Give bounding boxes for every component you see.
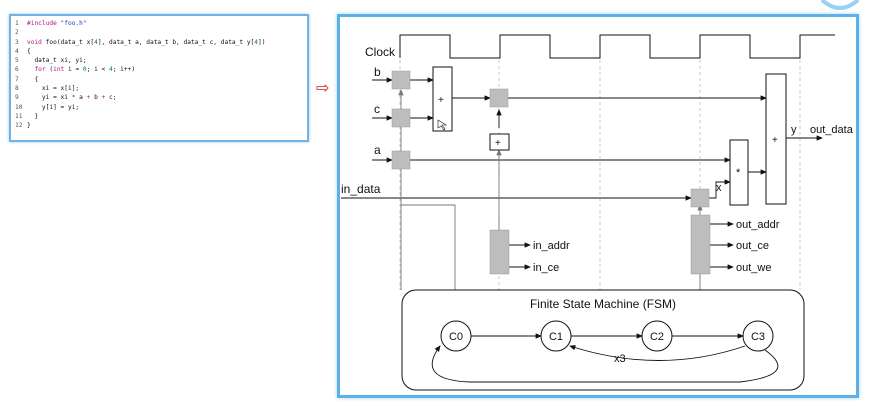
- code-token: b: [90, 94, 102, 102]
- line-number: 1: [15, 20, 19, 27]
- index-incrementer: [489, 133, 510, 151]
- fsm-box: [401, 289, 805, 391]
- code-line: 9 yi = xi * a + b + c;: [15, 93, 303, 102]
- line-number: 6: [15, 66, 19, 74]
- code-line: 12}: [15, 121, 303, 130]
- input-b-label: b: [374, 65, 381, 79]
- line-number: 8: [15, 85, 19, 93]
- multiplier: [729, 139, 749, 206]
- code-line: 7 {: [15, 75, 303, 84]
- corner-decoration: [820, 0, 860, 10]
- code-line: 4{: [15, 47, 303, 56]
- code-token: foo(data_t x[: [45, 38, 95, 46]
- code-token: {: [27, 47, 31, 55]
- code-line: 1 #include "foo.h": [15, 19, 303, 28]
- code-token: {: [27, 75, 39, 83]
- registers: [391, 70, 711, 275]
- loop-count-label: x3: [614, 353, 626, 365]
- port-in-ce: in_ce: [533, 262, 559, 274]
- port-out-addr: out_addr: [736, 219, 780, 231]
- cursor-icon: [437, 119, 448, 131]
- clock-label: Clock: [365, 45, 396, 59]
- code-token: "foo.h": [60, 20, 87, 27]
- code-token: a: [75, 94, 87, 102]
- line-number: 5: [15, 57, 19, 65]
- signal-y-label: y: [791, 124, 797, 136]
- code-token: ; i++): [112, 66, 136, 74]
- code-token: +: [101, 94, 106, 102]
- line-number: 7: [15, 75, 19, 83]
- line-number: 11: [15, 112, 23, 120]
- code-token: *: [71, 94, 76, 102]
- signal-x-label: x: [716, 182, 722, 194]
- code-token: 4: [94, 38, 98, 46]
- clock-waveform: [399, 34, 835, 59]
- code-token: ; i <: [86, 66, 109, 74]
- state-c3-label: C3: [751, 331, 765, 343]
- code-line: 2: [15, 28, 303, 37]
- adder-1-symbol: +: [438, 95, 444, 106]
- code-token: void: [27, 38, 46, 46]
- code-token: #include: [27, 20, 61, 27]
- state-c1-label: C1: [549, 331, 563, 343]
- input-in-data-label: in_data: [341, 182, 381, 196]
- multiplier-symbol: *: [736, 167, 741, 179]
- line-number: 2: [15, 29, 19, 37]
- state-c2-label: C2: [650, 331, 664, 343]
- code-line: 6 for (int i = 0; i < 4; i++): [15, 65, 303, 74]
- port-out-ce: out_ce: [736, 240, 769, 252]
- port-in-addr: in_addr: [533, 240, 570, 252]
- input-c-label: c: [374, 102, 380, 116]
- state-c0-label: C0: [449, 331, 463, 343]
- line-number: 10: [15, 103, 23, 111]
- code-line: 10 y[i] = yi;: [15, 103, 303, 112]
- port-out-we: out_we: [736, 262, 771, 274]
- code-token: }: [27, 112, 39, 120]
- code-line: 8 xi = x[i];: [15, 84, 303, 93]
- code-token: y[i] = yi;: [27, 103, 80, 111]
- line-number: 3: [15, 38, 19, 46]
- hls-architecture-diagram: Clock b c a in_data: [341, 34, 854, 391]
- code-token: c;: [105, 94, 117, 102]
- code-token: for: [27, 66, 50, 74]
- incrementer-symbol: +: [495, 138, 501, 149]
- code-token: i =: [68, 66, 83, 74]
- code-token: ]): [258, 38, 266, 46]
- line-number: 4: [15, 47, 19, 55]
- output-out-data-label: out_data: [810, 124, 854, 136]
- code-token: ], data_t a, data_t b, data_t c, data_t …: [97, 38, 255, 46]
- line-number: 9: [15, 94, 19, 102]
- code-token: }: [27, 122, 31, 130]
- code-token: 4: [254, 38, 259, 46]
- adder-1: [432, 66, 453, 132]
- code-token: int: [53, 66, 68, 74]
- line-number: 12: [15, 122, 23, 130]
- code-line: 11 }: [15, 112, 303, 121]
- final-adder: [765, 73, 787, 205]
- code-line: 5 data_t xi, yi;: [15, 56, 303, 65]
- code-token: 0: [82, 66, 87, 74]
- code-token: 4: [109, 66, 113, 74]
- code-token: (: [49, 66, 54, 74]
- final-adder-symbol: +: [772, 135, 778, 146]
- arrow-right-icon: ⇨: [316, 78, 330, 97]
- code-token: data_t xi, yi;: [27, 57, 87, 65]
- code-token: yi = xi: [27, 94, 72, 102]
- input-a-label: a: [374, 143, 381, 157]
- code-token: +: [86, 94, 91, 102]
- fsm-title: Finite State Machine (FSM): [530, 297, 676, 311]
- code-token: xi = x[i];: [27, 85, 80, 93]
- diagram-panel: Clock b c a in_data: [337, 14, 859, 398]
